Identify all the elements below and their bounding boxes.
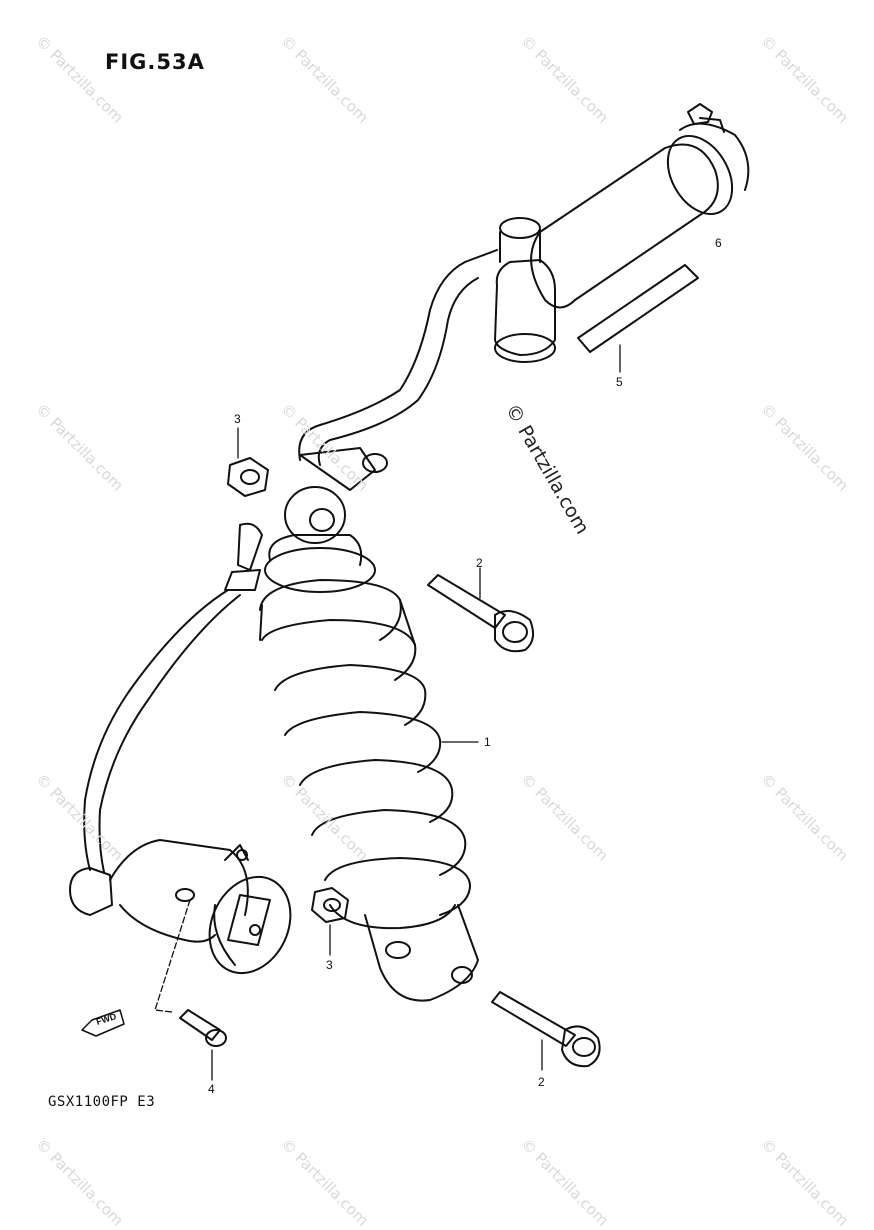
callout-1: 1 — [484, 735, 491, 749]
bolt-part-2-lower — [491, 991, 601, 1071]
reservoir-fitting — [464, 217, 556, 363]
nut-part-3-lower — [311, 887, 349, 956]
callout-3-lower: 3 — [326, 958, 333, 972]
reservoir-hose — [298, 261, 479, 491]
figure-title: FIG.53A — [105, 50, 205, 74]
forward-arrow-icon — [81, 1009, 125, 1037]
model-code: GSX1100FP E3 — [48, 1094, 156, 1110]
callout-6: 6 — [715, 236, 722, 250]
shock-absorber-part-1 — [259, 486, 479, 1002]
screw-part-4 — [179, 1009, 227, 1081]
callout-3-upper: 3 — [234, 412, 241, 426]
preload-adjuster — [69, 522, 292, 1013]
callout-2-lower: 2 — [538, 1075, 545, 1089]
callout-2-upper: 2 — [476, 556, 483, 570]
rear-shock-diagram — [69, 103, 750, 1081]
bolt-part-2-upper — [427, 567, 535, 653]
callout-4: 4 — [208, 1082, 215, 1096]
callout-5: 5 — [616, 375, 623, 389]
diagram-page: FIG.53A GSX1100FP E3 3 2 1 3 4 2 5 6 FWD… — [32, 32, 852, 1230]
reservoir-clamp-part-6 — [530, 103, 750, 309]
foam-pad-part-5 — [577, 264, 699, 373]
nut-part-3-upper — [227, 427, 269, 497]
